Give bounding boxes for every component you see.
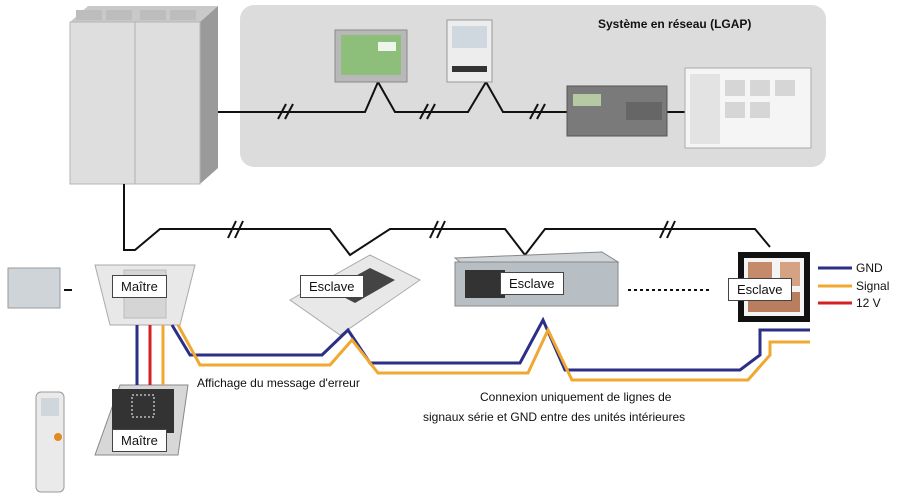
outdoor-unit [69,6,218,185]
serial-caption-line1: Connexion uniquement de lignes de [480,390,672,404]
slave-wall-label: Esclave [728,278,792,301]
slave-duct-label: Esclave [500,272,564,295]
network-title: Système en réseau (LGAP) [598,17,752,31]
legend-gnd-label: GND [856,261,883,275]
network-line [218,79,690,120]
controller-wires [135,325,165,385]
slave-cassette-label: Esclave [300,275,364,298]
outdoor-wiring [64,184,771,291]
master-cassette-label: Maître [112,275,167,298]
master-controller-label: Maître [112,429,167,452]
serial-caption-line2: signaux série et GND entre des unités in… [423,410,686,424]
pc-screen [684,67,812,149]
legend-12v-label: 12 V [856,296,881,310]
gateway-box [566,85,668,137]
legend-swatches [818,266,852,305]
error-display-caption: Affichage du message d'erreur [197,376,360,390]
touch-controller [334,29,408,83]
signal-chain [170,316,810,382]
wired-sensor [7,267,61,309]
remote-control [35,391,65,493]
legend-signal-label: Signal [856,279,890,293]
keypad-controller [446,19,493,83]
